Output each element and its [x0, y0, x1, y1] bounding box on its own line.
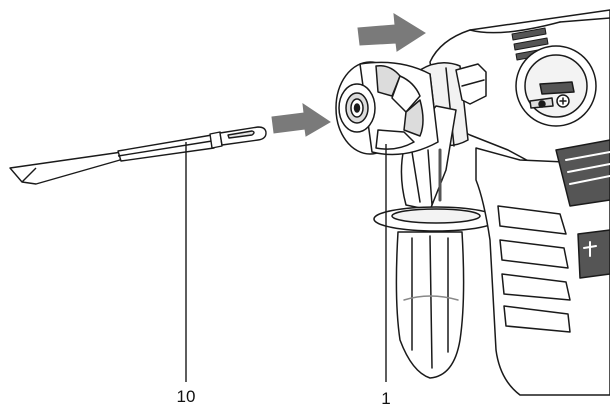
tool-holder-chuck	[335, 61, 439, 156]
callout-label-10: 10	[177, 387, 196, 406]
callout-leaders	[185, 142, 387, 382]
mode-selector-knob	[515, 45, 597, 127]
side-handle-grip	[395, 231, 465, 379]
grip-ribs	[497, 205, 571, 333]
hammer-drill	[335, 9, 610, 396]
chisel-shank-groove	[227, 130, 255, 139]
motor-vents	[555, 139, 610, 207]
callout-label-1: 1	[381, 389, 390, 408]
chisel	[9, 126, 267, 185]
chisel-blade-edge	[21, 167, 37, 183]
insertion-arrow-icon	[271, 102, 331, 137]
battery-label	[577, 229, 610, 279]
insertion-arrow-icon	[357, 13, 426, 52]
chisel-blade	[9, 151, 123, 185]
chisel-collar	[209, 131, 223, 149]
